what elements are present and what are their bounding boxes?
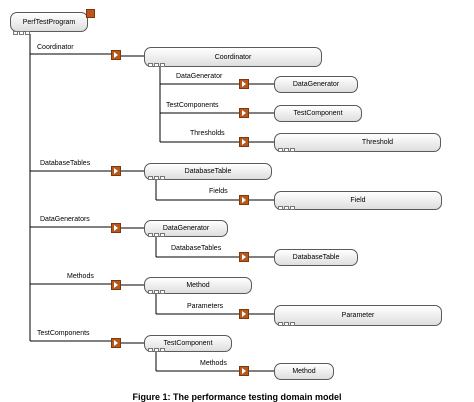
node-label: DataGenerator [292,81,340,88]
node-databasetable-2[interactable]: DatabaseTable [274,249,358,266]
edge-label-coordinator: Coordinator [37,44,74,51]
reference-icon[interactable] [111,166,121,176]
edge-label-datagenerator: DataGenerator [176,73,223,80]
reference-icon[interactable] [239,137,249,147]
node-controls[interactable] [148,233,165,237]
edge-label-methods-2: Methods [200,360,227,367]
node-label: Method [292,368,316,375]
edge-label-databasetables: DatabaseTables [40,160,91,167]
node-parameter[interactable]: Parameter [274,305,442,326]
reference-icon[interactable] [239,195,249,205]
node-method[interactable]: Method [144,277,252,294]
node-label: Parameter [341,312,375,319]
node-field[interactable]: Field [274,191,442,210]
node-controls[interactable] [278,148,295,152]
reference-icon[interactable] [239,252,249,262]
edge-label-fields: Fields [209,188,228,195]
edge-label-databasetables-2: DatabaseTables [171,245,222,252]
node-coordinator[interactable]: Coordinator [144,47,322,67]
reference-icon[interactable] [239,79,249,89]
reference-icon[interactable] [239,108,249,118]
reference-icon[interactable] [111,50,121,60]
node-datagenerator-2[interactable]: DataGenerator [144,220,228,237]
edge-label-testcomponents-2: TestComponents [37,330,90,337]
root-node[interactable]: PerfTestProgram [10,12,88,32]
node-testcomponent-2[interactable]: TestComponent [144,335,232,352]
close-icon[interactable] [86,9,95,18]
figure-caption: Figure 1: The performance testing domain… [132,392,342,402]
node-datagenerator[interactable]: DataGenerator [274,76,358,93]
edge-label-thresholds: Thresholds [190,130,225,137]
reference-icon[interactable] [111,338,121,348]
node-label: Threshold [361,139,394,146]
node-databasetable[interactable]: DatabaseTable [144,163,272,180]
node-controls[interactable] [278,322,295,326]
node-label: DatabaseTable [184,168,232,175]
node-label: TestComponent [293,110,343,117]
node-label: Coordinator [214,53,252,61]
edge-label-datagenerators: DataGenerators [40,216,90,223]
node-controls[interactable] [148,63,165,67]
root-node-controls[interactable] [13,31,30,35]
node-controls[interactable] [148,290,165,294]
node-label: TestComponent [163,340,213,347]
edge-label-parameters: Parameters [187,303,224,310]
edge-label-testcomponents: TestComponents [166,102,219,109]
reference-icon[interactable] [111,223,121,233]
reference-icon[interactable] [239,309,249,319]
node-testcomponent[interactable]: TestComponent [274,105,362,122]
node-label: DataGenerator [162,225,210,232]
reference-icon[interactable] [111,280,121,290]
node-method-2[interactable]: Method [274,363,334,380]
node-controls[interactable] [148,176,165,180]
node-threshold[interactable]: Threshold [274,133,441,152]
root-node-label: PerfTestProgram [22,18,76,26]
node-label: Method [186,282,210,289]
reference-icon[interactable] [239,366,249,376]
node-controls[interactable] [278,206,295,210]
node-label: Field [350,197,366,204]
node-controls[interactable] [148,348,165,352]
node-label: DatabaseTable [292,254,340,261]
edge-label-methods: Methods [67,273,94,280]
